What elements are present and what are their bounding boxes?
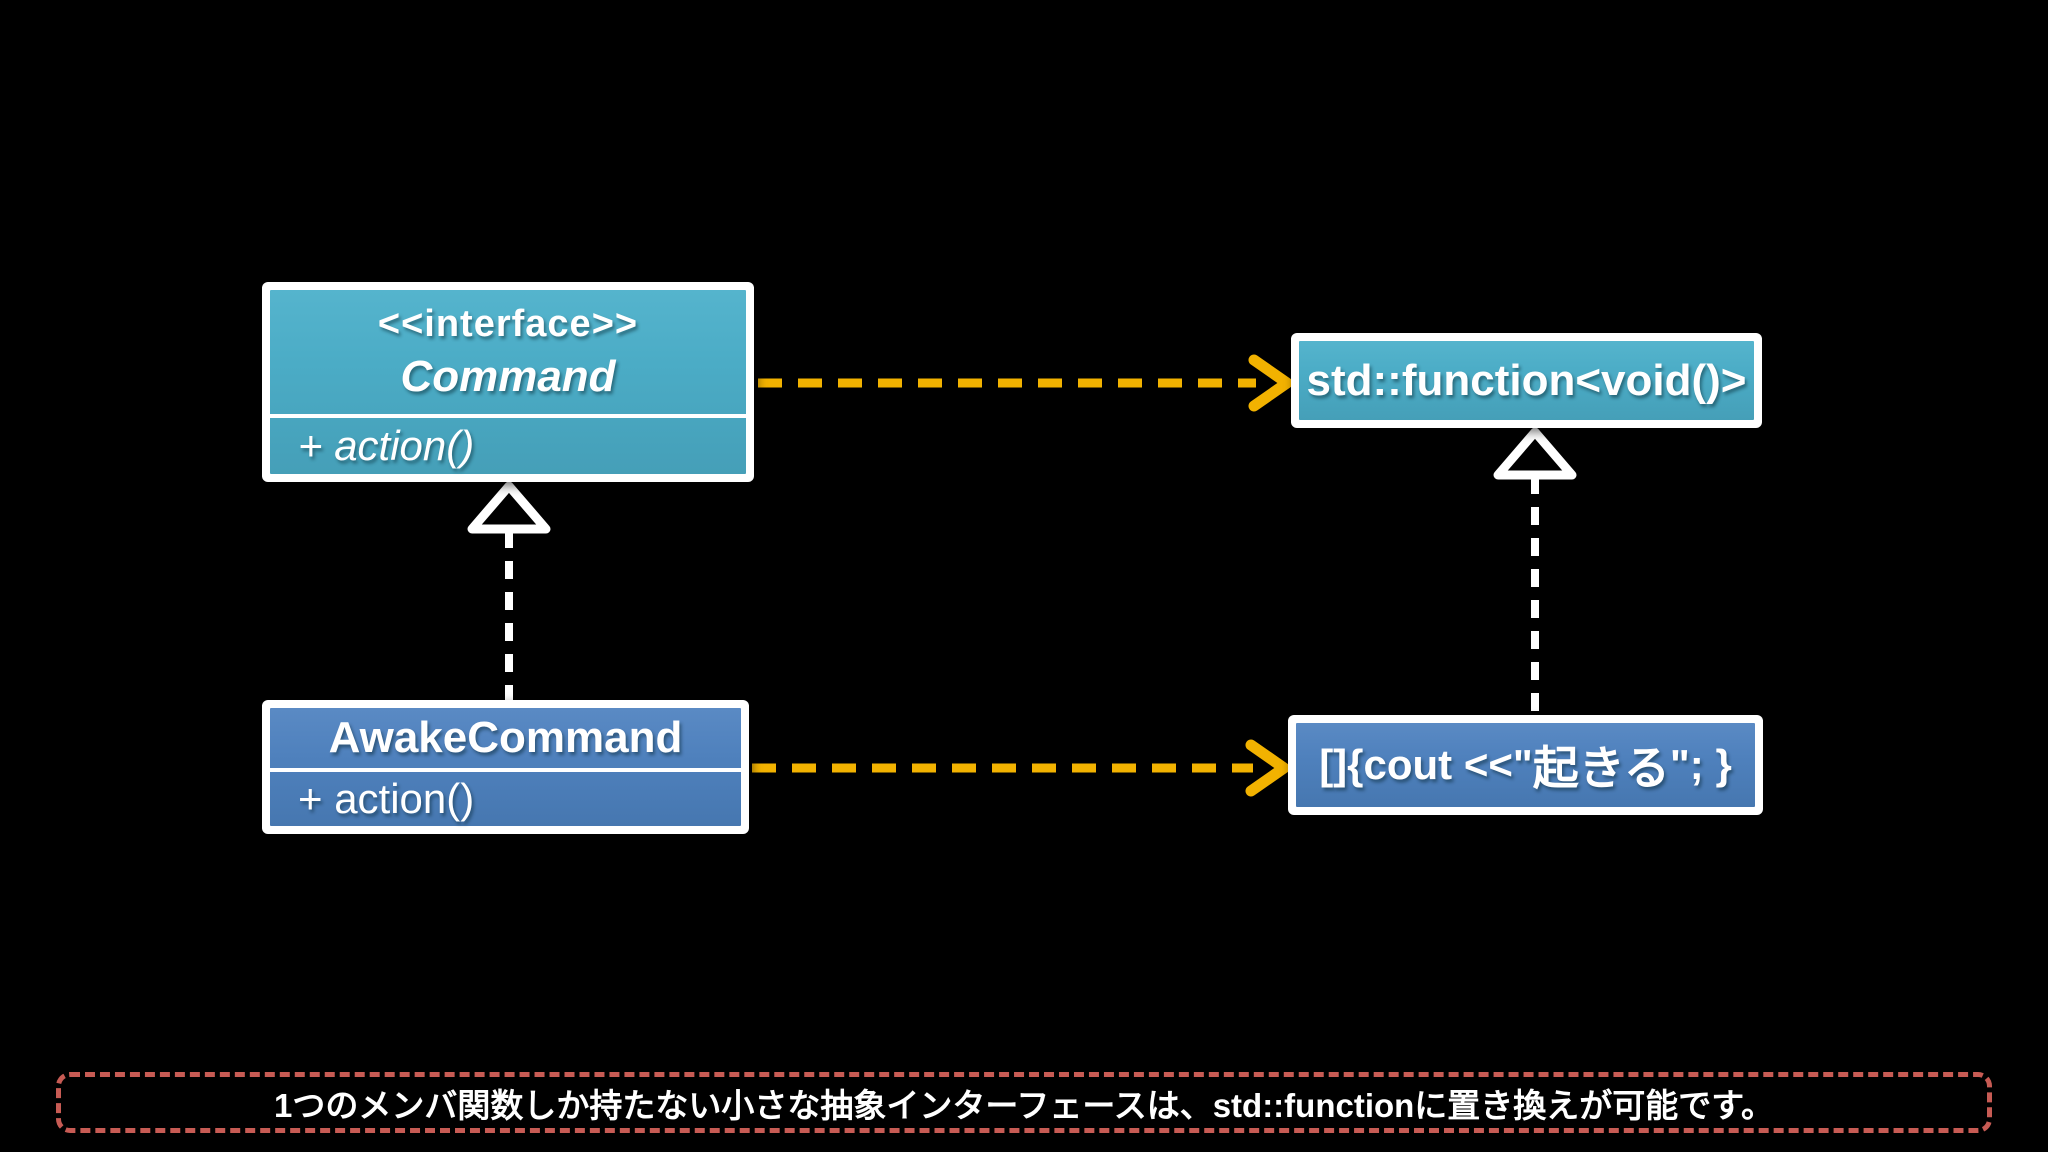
interface-stereotype-label: <<interface>> xyxy=(377,302,639,345)
interface-command-box: <<interface>> Command + action() xyxy=(262,282,754,482)
awake-command-box: AwakeCommand + action() xyxy=(262,700,749,834)
note-banner: 1つのメンバ関数しか持たない小さな抽象インターフェースは、std::functi… xyxy=(56,1072,1992,1133)
dependency-arrow-command-to-stdfunction xyxy=(758,354,1293,412)
interface-name-label: Command xyxy=(400,351,616,401)
std-function-row: std::function<void()> xyxy=(1299,341,1754,420)
std-function-box-body: std::function<void()> xyxy=(1299,341,1754,420)
realization-arrow-awakecommand-to-command xyxy=(467,481,551,700)
awake-command-section-divider xyxy=(270,768,741,772)
awake-command-box-body: AwakeCommand + action() xyxy=(270,708,741,826)
interface-command-header: <<interface>> Command xyxy=(270,290,746,414)
awake-command-member-label: + action() xyxy=(298,775,475,822)
interface-command-box-body: <<interface>> Command + action() xyxy=(270,290,746,474)
lambda-label-suffix: "; } xyxy=(1669,741,1732,788)
awake-command-header: AwakeCommand xyxy=(270,708,741,768)
awake-command-member-row: + action() xyxy=(270,772,741,826)
std-function-box: std::function<void()> xyxy=(1291,333,1762,428)
realization-arrow-lambda-to-stdfunction xyxy=(1493,427,1577,713)
note-text: 1つのメンバ関数しか持たない小さな抽象インターフェースは、std::functi… xyxy=(273,1086,1775,1124)
awake-command-name-label: AwakeCommand xyxy=(328,713,683,762)
lambda-label-prefix: []{cout <<" xyxy=(1319,741,1533,788)
interface-member-row: + action() xyxy=(270,418,746,474)
dependency-arrow-awakecommand-to-lambda xyxy=(752,739,1290,797)
lambda-label-emphasis: 起きる xyxy=(1532,742,1670,794)
interface-member-label: + action() xyxy=(298,422,475,469)
lambda-row: []{cout <<"起きる"; } xyxy=(1296,723,1755,807)
lambda-box: []{cout <<"起きる"; } xyxy=(1288,715,1763,815)
std-function-label: std::function<void()> xyxy=(1306,355,1747,405)
interface-section-divider xyxy=(270,414,746,418)
lambda-box-body: []{cout <<"起きる"; } xyxy=(1296,723,1755,807)
